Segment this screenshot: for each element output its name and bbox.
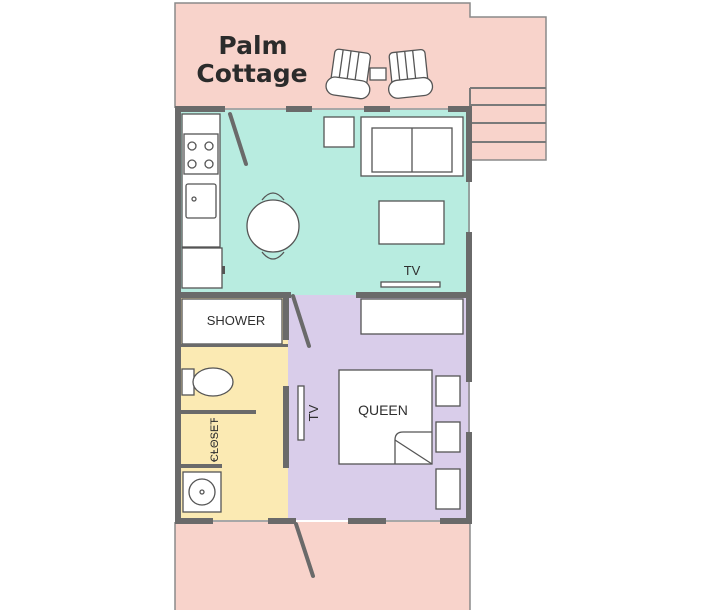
dresser <box>360 298 464 335</box>
bedroom-tv <box>297 385 305 441</box>
armchair <box>323 116 355 148</box>
porch-side-table <box>369 67 387 81</box>
living-tv <box>380 281 441 288</box>
bedroom-tv-label: TV <box>306 404 321 421</box>
stove <box>183 133 219 175</box>
nightstand-middle <box>435 421 461 453</box>
back-door <box>294 522 315 578</box>
cottage-title-line2: Cottage <box>196 59 307 88</box>
door-leaves <box>228 112 315 578</box>
shower-label: SHOWER <box>207 313 266 328</box>
kitchen-sink <box>185 183 217 219</box>
queen-bed <box>338 369 433 465</box>
toilet <box>181 367 234 397</box>
closet-label: CLOSET <box>209 418 221 462</box>
queen-bed-label: QUEEN <box>358 402 408 418</box>
porch-chair-right <box>387 48 434 99</box>
fridge-handle <box>222 266 225 274</box>
nightstand-top <box>435 375 461 407</box>
bedroom-door <box>291 294 311 348</box>
shower <box>181 298 283 345</box>
refrigerator <box>181 247 223 289</box>
bathroom-sink <box>182 471 222 513</box>
windows <box>213 108 470 522</box>
dining-table <box>246 192 300 260</box>
living-tv-label: TV <box>404 263 421 278</box>
sofa <box>360 116 464 177</box>
living-door <box>228 112 248 166</box>
walls <box>175 106 472 524</box>
cottage-title-line1: Palm <box>218 31 287 60</box>
back-porch <box>175 522 470 610</box>
porch-outline <box>174 2 547 610</box>
porch-chair-left <box>325 48 372 100</box>
nightstand-bottom <box>435 468 461 510</box>
coffee-table <box>378 200 445 245</box>
